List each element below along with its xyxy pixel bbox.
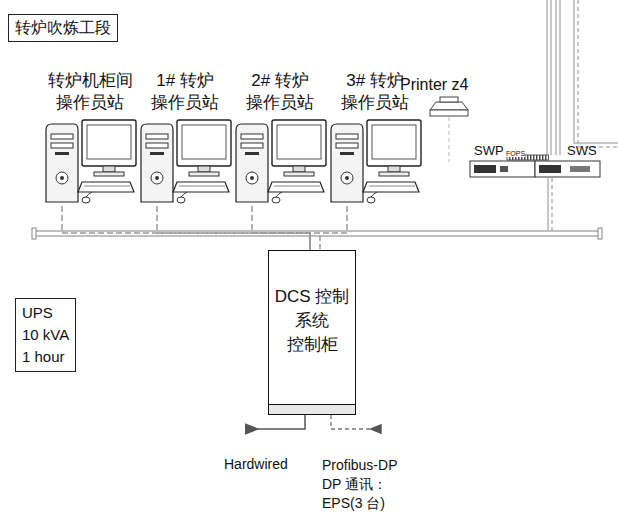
switch-label: SWS [567,143,597,158]
ups-spec: 1 hour [22,346,69,368]
switch-label: FOPS [506,150,525,157]
station-label: 2# 转炉 操作员站 [232,70,328,114]
network-link [252,206,310,250]
section-title: 转炉吹炼工段 [15,17,111,39]
ups-spec: UPS [22,302,69,324]
station-label: 转炉机柜间 操作员站 [42,70,138,114]
workstation-icon [42,118,138,206]
ups-spec: 10 kVA [22,324,69,346]
printer-label: Printer z4 [400,76,468,94]
io-label: Profibus-DP DP 通讯： EPS(3 台) [322,456,404,513]
workstation-icon [137,118,233,206]
workstation-icon [232,118,328,206]
operator-station: 1# 转炉 操作员站 [137,70,233,206]
network-switch [470,155,600,177]
io-arrows [258,415,370,429]
ups-box: UPS10 kVA1 hour [15,298,76,372]
printer-icon [430,97,468,116]
network-link [310,206,347,250]
section-title-box: 转炉吹炼工段 [8,14,118,42]
network-link [157,206,310,250]
io-label: Hardwired [224,456,288,472]
operator-station: 2# 转炉 操作员站 [232,70,328,206]
workstation-icon [327,118,423,206]
switch-label: SWP [474,143,504,158]
cabinet-label: DCS 控制 系统 控制柜 [272,285,352,357]
network-link [62,206,310,250]
operator-station: 转炉机柜间 操作员站 [42,70,138,206]
cabinet-base [269,404,355,414]
trunk-lines [547,0,618,231]
station-label: 1# 转炉 操作员站 [137,70,233,114]
control-cabinet: DCS 控制 系统 控制柜 [268,250,356,415]
